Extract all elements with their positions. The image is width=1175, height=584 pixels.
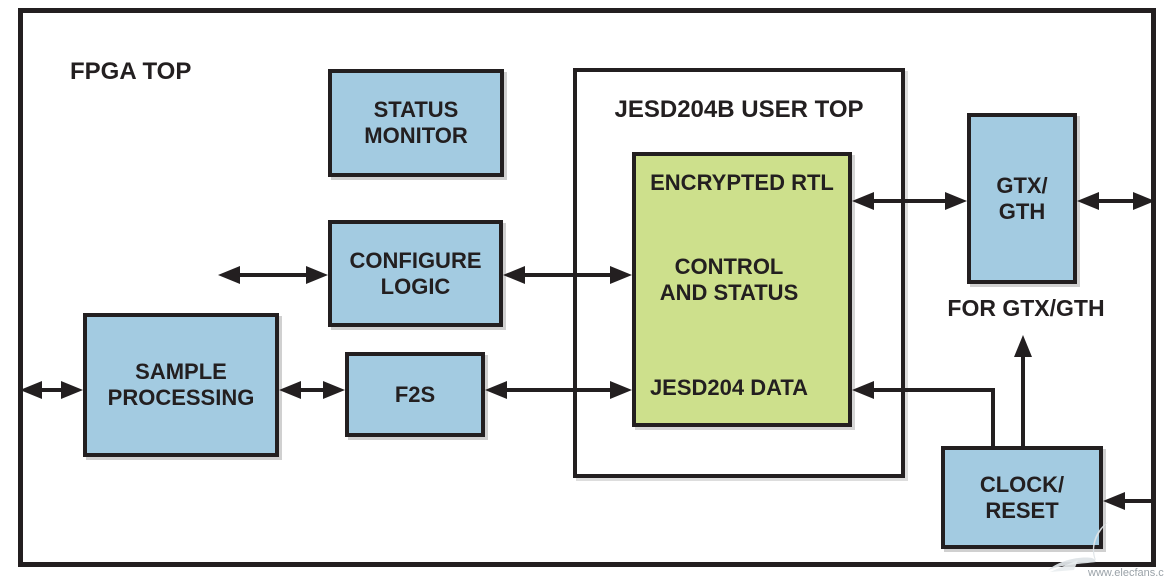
configure-logic-block: CONFIGURE LOGIC [328, 220, 503, 327]
jesd204b-user-top-title: JESD204B USER TOP [614, 96, 864, 123]
configure-logic-line2: LOGIC [380, 273, 451, 299]
arrowhead-right [945, 192, 967, 210]
sample-processing-line2: PROCESSING [107, 385, 255, 410]
clock-reset-block: CLOCK/ RESET [941, 446, 1103, 549]
arrow-encrypted-rtl-to-gtx-gth [852, 192, 967, 210]
gtx-gth-line1: GTX/ [996, 172, 1048, 198]
clock-reset-line1: CLOCK/ [979, 471, 1065, 497]
arrowhead-left [852, 381, 874, 399]
for-gtx-gth-label: FOR GTX/GTH [947, 295, 1105, 321]
watermark-text: www.elecfans.c [1088, 567, 1164, 579]
encrypted-rtl-block: ENCRYPTED RTL CONTROL AND STATUS JESD204… [632, 152, 852, 427]
arrowhead-right [306, 266, 328, 284]
encrypted-rtl-label: ENCRYPTED RTL [650, 170, 834, 195]
control-line2: AND STATUS [659, 280, 799, 305]
sample-processing-line1: SAMPLE [135, 359, 227, 384]
arrowhead-right [1133, 192, 1155, 210]
arrowhead-left [218, 266, 240, 284]
arrowhead-right [610, 381, 632, 399]
gtx-gth-line2: GTH [998, 198, 1046, 224]
control-line1: CONTROL [674, 254, 784, 279]
arrowhead-left [485, 381, 507, 399]
arrow-gtx-gth-to-external [1077, 192, 1155, 210]
arrowhead-left [503, 266, 525, 284]
jesd204-data-label: JESD204 DATA [649, 375, 809, 400]
arrow-external-to-configure-logic [218, 266, 328, 284]
clock-reset-elbow-connector [991, 388, 995, 446]
f2s-block: F2S [345, 352, 485, 437]
arrowhead-up [1014, 335, 1032, 357]
arrow-f2s-to-jesd204-data [485, 381, 632, 399]
arrowhead-right [323, 381, 345, 399]
arrowhead-left [279, 381, 301, 399]
arrow-clock-reset-to-jesd204-data [852, 381, 995, 399]
gtx-gth-block: GTX/ GTH [967, 113, 1077, 284]
arrow-sample-processing-to-f2s [279, 381, 345, 399]
control-and-status-label: CONTROL AND STATUS [623, 254, 835, 306]
sample-processing-block: SAMPLE PROCESSING [83, 313, 279, 457]
status-monitor-block: STATUS MONITOR [328, 69, 504, 177]
configure-logic-line1: CONFIGURE [349, 247, 482, 273]
arrowhead-left [1103, 492, 1125, 510]
arrowhead-left [20, 381, 42, 399]
arrow-clock-reset-up-for-gtx-gth [1013, 335, 1033, 446]
status-monitor-line1: STATUS [373, 97, 459, 122]
arrowhead-right [61, 381, 83, 399]
arrowhead-left [852, 192, 874, 210]
f2s-label: F2S [394, 381, 436, 407]
arrow-external-to-clock-reset [1103, 492, 1156, 510]
arrowhead-right [610, 266, 632, 284]
clock-reset-line2: RESET [985, 497, 1059, 523]
arrow-external-to-sample-processing [20, 381, 83, 399]
fpga-top-label: FPGA TOP [70, 58, 192, 85]
arrowhead-left [1077, 192, 1099, 210]
status-monitor-line2: MONITOR [364, 123, 468, 148]
arrow-configure-logic-to-control-status [503, 266, 632, 284]
